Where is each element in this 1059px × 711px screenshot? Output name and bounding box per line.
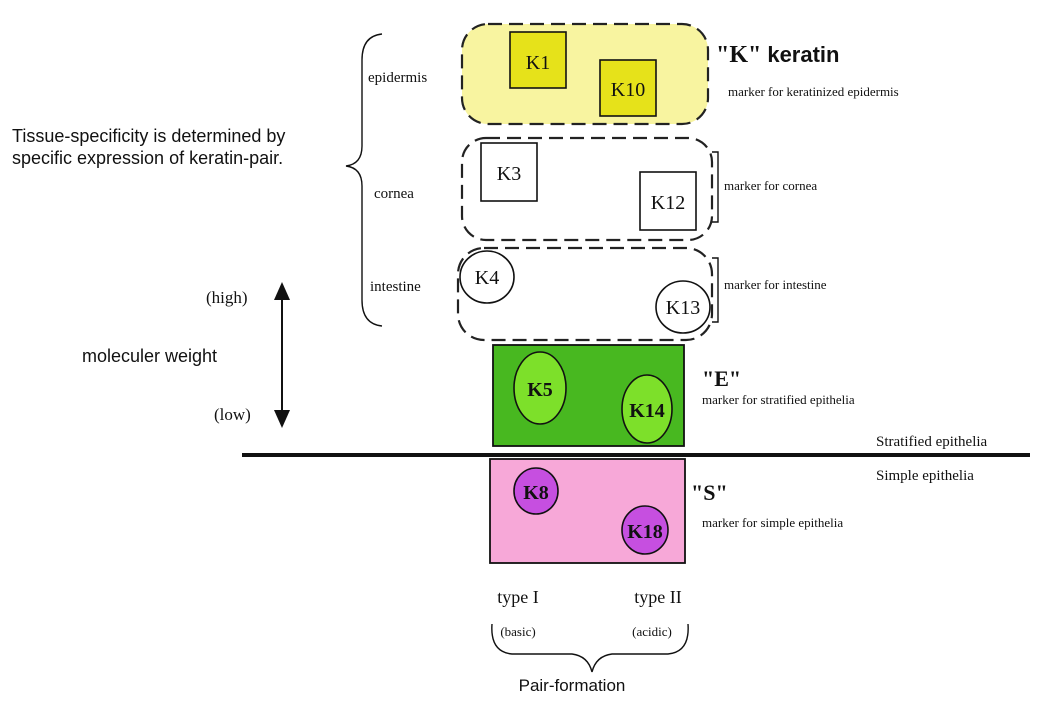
mw-high-label: (high) — [206, 288, 248, 307]
intestine-marker: marker for intestine — [724, 277, 827, 292]
k13-label: K13 — [666, 297, 700, 319]
k-keratin-marker: marker for keratinized epidermis — [728, 84, 899, 99]
k12-label: K12 — [651, 192, 685, 214]
simple-epithelia-label: Simple epithelia — [876, 468, 974, 484]
cornea-marker: marker for cornea — [724, 178, 817, 193]
type2-label: type II — [634, 587, 681, 607]
k1-label: K1 — [526, 52, 550, 74]
k1-box — [509, 31, 567, 89]
tissue-label-cornea: cornea — [374, 186, 414, 202]
mw-label: moleculer weight — [82, 346, 217, 366]
intestine-group-box — [456, 246, 714, 342]
k3-label: K3 — [497, 163, 521, 185]
k8-circle — [513, 467, 559, 515]
k18-label: K18 — [627, 521, 663, 543]
k10-box — [599, 59, 657, 117]
k14-label: K14 — [629, 400, 665, 422]
mw-low-label: (low) — [214, 405, 251, 424]
tissue-label-intestine: intestine — [370, 279, 421, 295]
tissue-brace — [345, 33, 383, 327]
k4-circle — [459, 250, 515, 304]
tissue-label-epidermis: epidermis — [368, 70, 427, 86]
k5-ellipse — [513, 351, 567, 425]
type1-sub-label: (basic) — [500, 624, 535, 639]
k-keratin-title-quote: "K" — [716, 42, 761, 68]
stratified-epithelia-label: Stratified epithelia — [876, 434, 988, 450]
intestine-marker-bracket — [712, 257, 719, 323]
k3-box — [480, 142, 538, 202]
k8-label: K8 — [523, 482, 549, 504]
left-note-line1: Tissue-specificity is determined by — [12, 126, 285, 146]
e-group-marker: marker for stratified epithelia — [702, 392, 855, 407]
k18-circle — [621, 505, 669, 555]
e-group-title: "E" — [702, 366, 741, 391]
k-keratin-title-word: keratin — [767, 42, 839, 67]
cornea-marker-bracket — [712, 151, 719, 223]
pair-formation-label: Pair-formation — [519, 676, 626, 695]
pair-formation-brace — [491, 623, 689, 673]
mw-arrow-down-icon — [274, 410, 290, 428]
type2-sub-label: (acidic) — [632, 624, 672, 639]
k5-label: K5 — [527, 379, 553, 401]
mw-arrow-up-icon — [274, 282, 290, 300]
k10-label: K10 — [611, 79, 645, 101]
k4-label: K4 — [475, 267, 499, 289]
left-note-line2: specific expression of keratin-pair. — [12, 148, 283, 168]
type1-label: type I — [497, 587, 538, 607]
k12-box — [639, 171, 697, 231]
k14-ellipse — [621, 374, 673, 444]
s-group-title: "S" — [691, 480, 728, 505]
k13-circle — [655, 280, 711, 334]
s-group-marker: marker for simple epithelia — [702, 515, 843, 530]
k-keratin-group-box — [460, 22, 710, 126]
cornea-group-box — [460, 136, 714, 242]
k-keratin-title: "K" keratin — [716, 42, 839, 68]
